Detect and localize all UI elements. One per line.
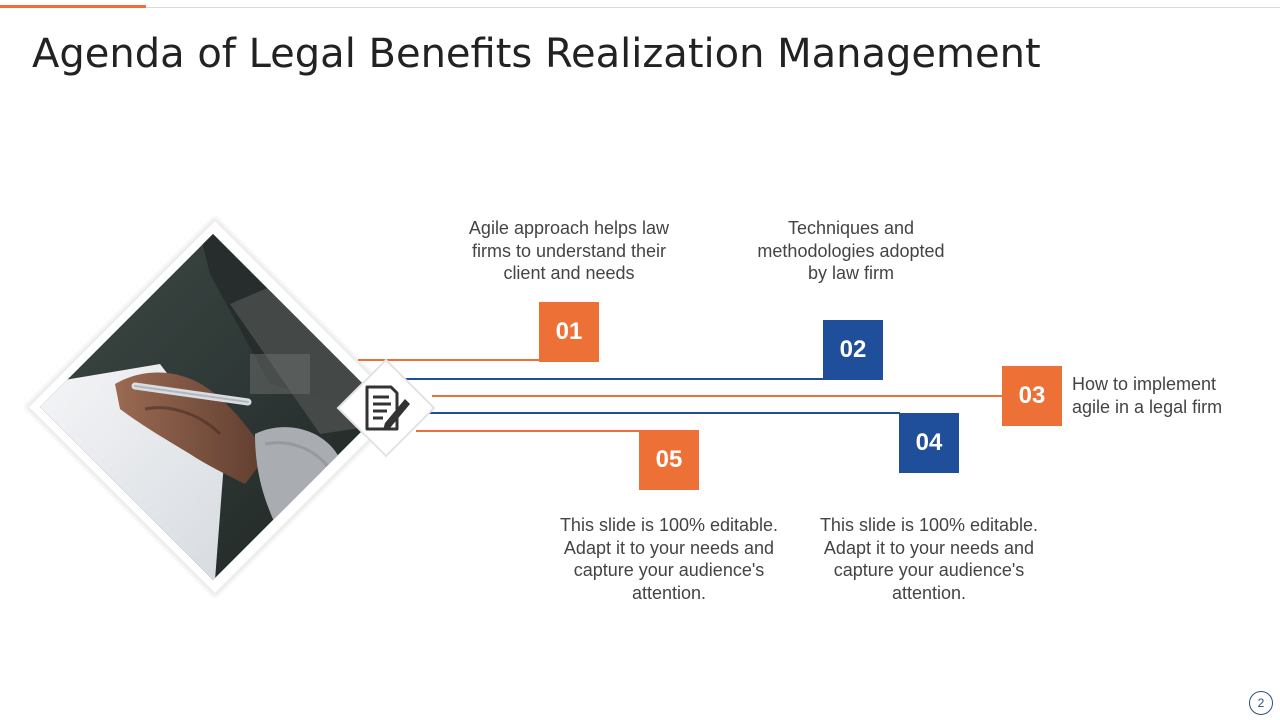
agenda-number-01: 01 [539,302,599,362]
top-rule [0,7,1280,8]
document-pen-icon [336,358,436,458]
slide-title: Agenda of Legal Benefits Realization Man… [32,31,1041,77]
page-number: 2 [1249,691,1273,715]
connector-line-04 [405,412,900,414]
agenda-number-02: 02 [823,320,883,380]
agenda-number-03: 03 [1002,366,1062,426]
agenda-number-04: 04 [899,413,959,473]
agenda-text-04: This slide is 100% editable. Adapt it to… [819,515,1039,603]
connector-line-03 [432,395,1003,397]
agenda-text-01: Agile approach helps law firms to unders… [468,218,670,283]
agenda-text-05: This slide is 100% editable. Adapt it to… [559,515,779,603]
agenda-text-02: Techniques and methodologies adopted by … [757,218,945,283]
agenda-number-05: 05 [639,430,699,490]
top-accent-bar [0,5,146,8]
connector-line-01 [358,359,540,361]
connector-line-02 [398,378,824,380]
agenda-text-03: How to implement agile in a legal firm [1072,374,1223,417]
connector-line-05 [416,430,640,432]
hand-holding-pen-photo [40,234,386,580]
